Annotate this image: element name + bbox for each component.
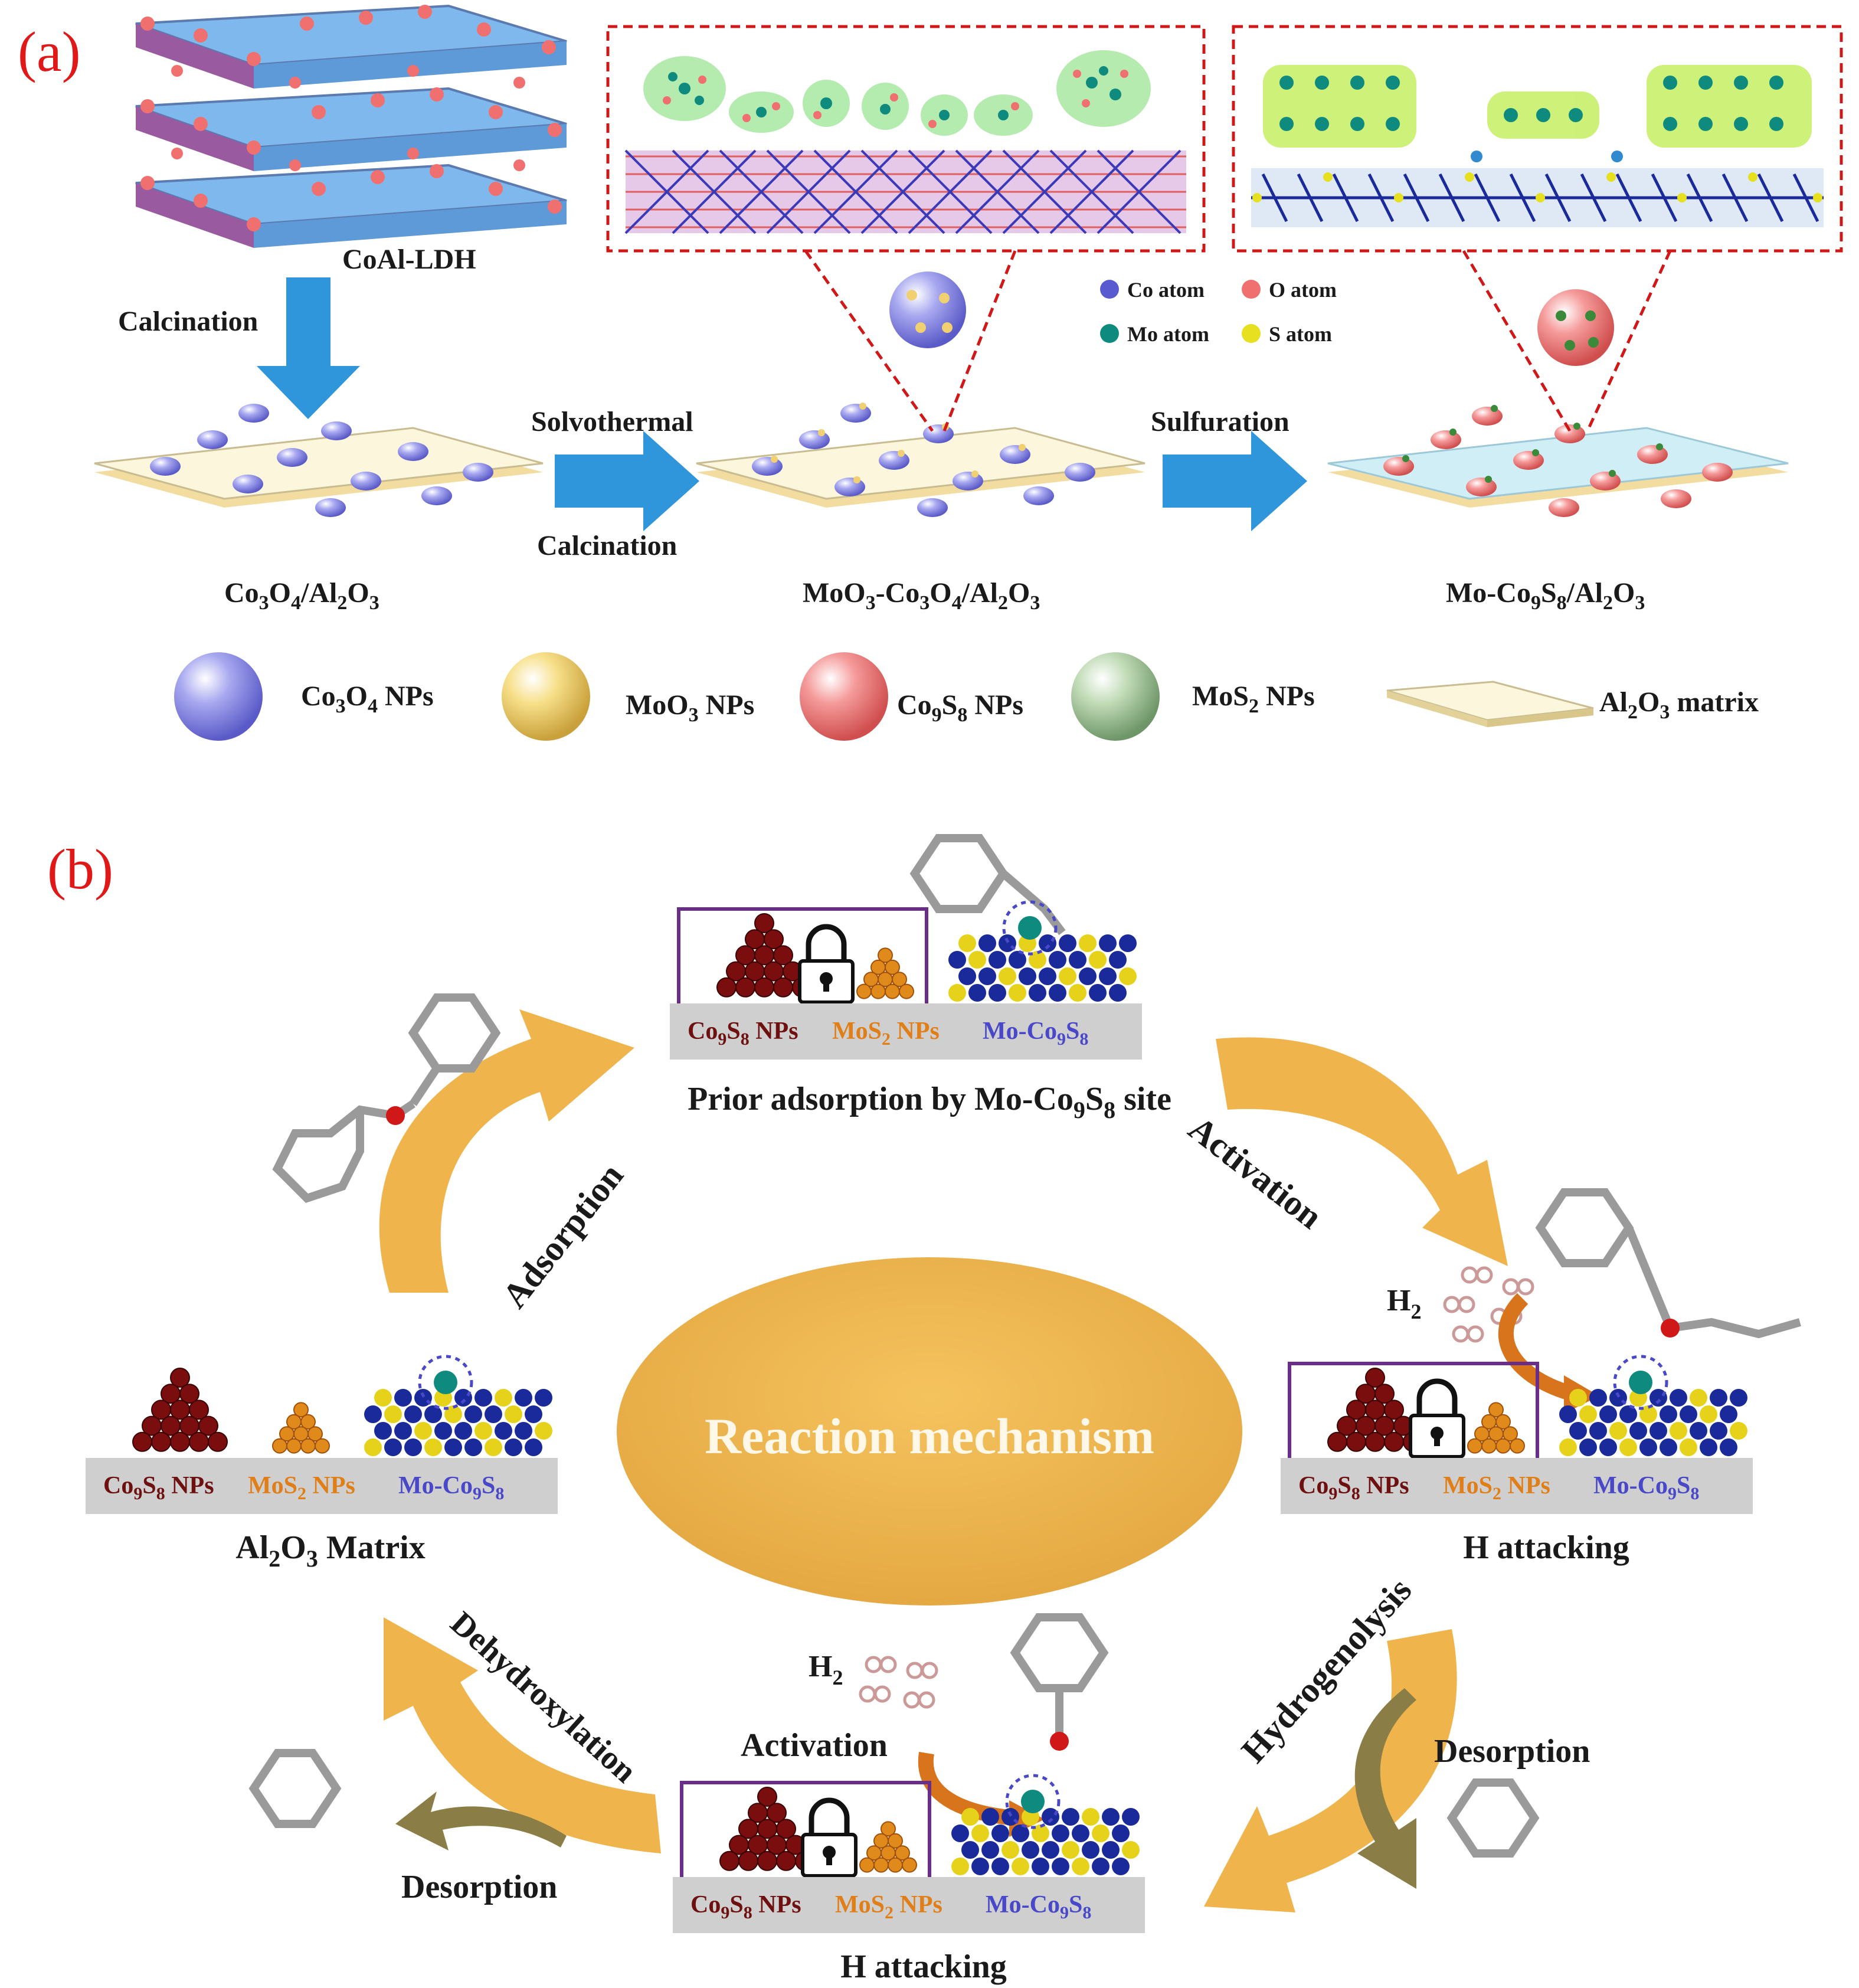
caption-bottom: H attacking	[840, 1948, 1007, 1985]
adsorption-arrow	[379, 1009, 634, 1293]
mo-atom-icon	[1018, 916, 1042, 940]
base-label: Mo-Co9S8	[983, 1018, 1088, 1049]
ldh-label: CoAl-LDH	[342, 244, 476, 275]
activation-bottom-label: Activation	[741, 1727, 888, 1764]
al2o3-base	[673, 1877, 1145, 1933]
h2-cluster-right	[1443, 1266, 1534, 1343]
reaction-mechanism-title: Reaction mechanism	[705, 1408, 1154, 1464]
co-atom-icon	[1100, 280, 1119, 299]
reaction-mechanism-ellipse	[617, 1257, 1242, 1606]
zoom-box-mo-co9s8	[1232, 25, 1843, 432]
stage3-label: Mo-Co9S8/Al2O3	[1446, 577, 1645, 614]
desorption-left-label: Desorption	[401, 1869, 557, 1905]
assembly-top: Co9S8 NPs MoS2 NPs Mo-Co9S8	[670, 900, 1142, 1060]
sulfuration-label: Sulfuration	[1151, 406, 1289, 437]
base-label: MoS2 NPs	[832, 1018, 940, 1049]
base-label: Co9S8 NPs	[1298, 1472, 1409, 1503]
o-atom-label: O atom	[1269, 278, 1337, 302]
co-atom-label: Co atom	[1127, 278, 1205, 302]
desorption-left-arrow	[395, 1791, 567, 1850]
stage2-label: MoO3-Co3O4/Al2O3	[803, 577, 1040, 614]
oxygen-atom-bottom-icon	[1050, 1732, 1069, 1751]
co3o4-al2o3-plate	[94, 404, 544, 517]
oxygen-atom-icon	[386, 1106, 405, 1125]
base-label: Mo-Co9S8	[398, 1472, 504, 1503]
co3o4-np-icon	[174, 652, 263, 741]
base-label: Co9S8 NPs	[688, 1018, 798, 1049]
benzene-molecule-top	[909, 834, 1066, 936]
al2o3-base	[1281, 1458, 1753, 1514]
lock-icon	[801, 1797, 858, 1878]
caption-left: Al2O3 Matrix	[235, 1529, 425, 1572]
phenol-molecule-bottom	[1010, 1613, 1109, 1735]
base-label: MoS2 NPs	[248, 1472, 355, 1503]
dehydroxylation-arrow	[384, 1617, 661, 1853]
mos2-np-label: MoS2 NPs	[1192, 681, 1315, 717]
base-label: Co9S8 NPs	[690, 1891, 801, 1922]
ldh-structure-image	[135, 4, 567, 248]
mos2-np-icon	[1071, 652, 1160, 741]
desorption-right-arrow	[1354, 1688, 1416, 1889]
base-label: Mo-Co9S8	[1593, 1472, 1699, 1503]
assembly-bottom: Co9S8 NPs MoS2 NPs Mo-Co9S8	[673, 1774, 1145, 1933]
zoom-box-moo3-co3o4	[606, 25, 1206, 432]
desorption-right-label: Desorption	[1434, 1733, 1590, 1770]
benzene-molecule-right	[1446, 1778, 1540, 1858]
oxygen-atom-right-icon	[1661, 1319, 1680, 1338]
s-atom-icon	[1242, 324, 1261, 343]
assembly-left: Co9S8 NPs MoS2 NPs Mo-Co9S8	[86, 1355, 558, 1514]
panel-b-label: (b)	[47, 838, 113, 901]
moo3-np-label: MoO3 NPs	[626, 689, 754, 726]
o-atom-icon	[1242, 280, 1261, 299]
solvothermal-label: Solvothermal	[531, 406, 693, 437]
sulfuration-arrow	[1163, 431, 1307, 531]
phenol-molecule-right	[1535, 1188, 1801, 1339]
calcination2-label: Calcination	[537, 530, 677, 561]
activation-arrow	[1216, 1037, 1508, 1266]
np-legend: Co3O4 NPs MoO3 NPs Co9S8 NPs MoS2 NPs Al…	[174, 652, 1759, 741]
h2-bottom-label: H2	[809, 1650, 843, 1689]
solvothermal-arrow	[555, 431, 699, 531]
base-label: MoS2 NPs	[835, 1891, 942, 1922]
panel-a-label: (a)	[18, 20, 81, 83]
moo3-np-icon	[502, 652, 590, 741]
mo-atom-icon	[434, 1371, 457, 1394]
al2o3-matrix-label: Al2O3 matrix	[1599, 686, 1759, 723]
h-attack-arrow-right	[1498, 1293, 1572, 1401]
caption-right: H attacking	[1463, 1529, 1629, 1566]
lock-icon	[798, 924, 855, 1004]
assembly-right: Co9S8 NPs MoS2 NPs Mo-Co9S8	[1281, 1355, 1753, 1514]
h2-right-label: H2	[1387, 1284, 1421, 1323]
calcination-label: Calcination	[118, 306, 258, 337]
stage1-label: Co3O4/Al2O3	[224, 577, 379, 614]
caption-top: Prior adsorption by Mo-Co9S8 site	[688, 1081, 1171, 1123]
mo-atom-icon	[1021, 1790, 1045, 1813]
base-label: Co9S8 NPs	[103, 1472, 214, 1503]
co9s8-np-label: Co9S8 NPs	[897, 689, 1023, 726]
co3o4-np-label: Co3O4 NPs	[301, 681, 434, 717]
adsorption-label: Adsorption	[495, 1156, 631, 1315]
mo-atom-label: Mo atom	[1127, 322, 1209, 346]
al2o3-base	[670, 1003, 1142, 1060]
mo-co9s8-plate	[1327, 405, 1789, 517]
co9s8-np-icon	[800, 652, 888, 741]
lock-icon	[1409, 1378, 1465, 1459]
s-atom-label: S atom	[1269, 322, 1332, 346]
activation-label: Activation	[1181, 1109, 1330, 1236]
base-label: MoS2 NPs	[1443, 1472, 1550, 1503]
mo-atom-icon	[1629, 1371, 1652, 1394]
al2o3-base	[86, 1458, 558, 1514]
h2-cluster-bottom	[859, 1656, 938, 1709]
base-label: Mo-Co9S8	[986, 1891, 1091, 1922]
calcination-arrow	[257, 277, 360, 419]
atom-legend: Co atom O atom Mo atom S atom	[1100, 278, 1337, 346]
moo3-co3o4-plate	[696, 403, 1145, 517]
mo-atom-icon	[1100, 324, 1119, 343]
benzene-molecule-left	[248, 1749, 342, 1828]
